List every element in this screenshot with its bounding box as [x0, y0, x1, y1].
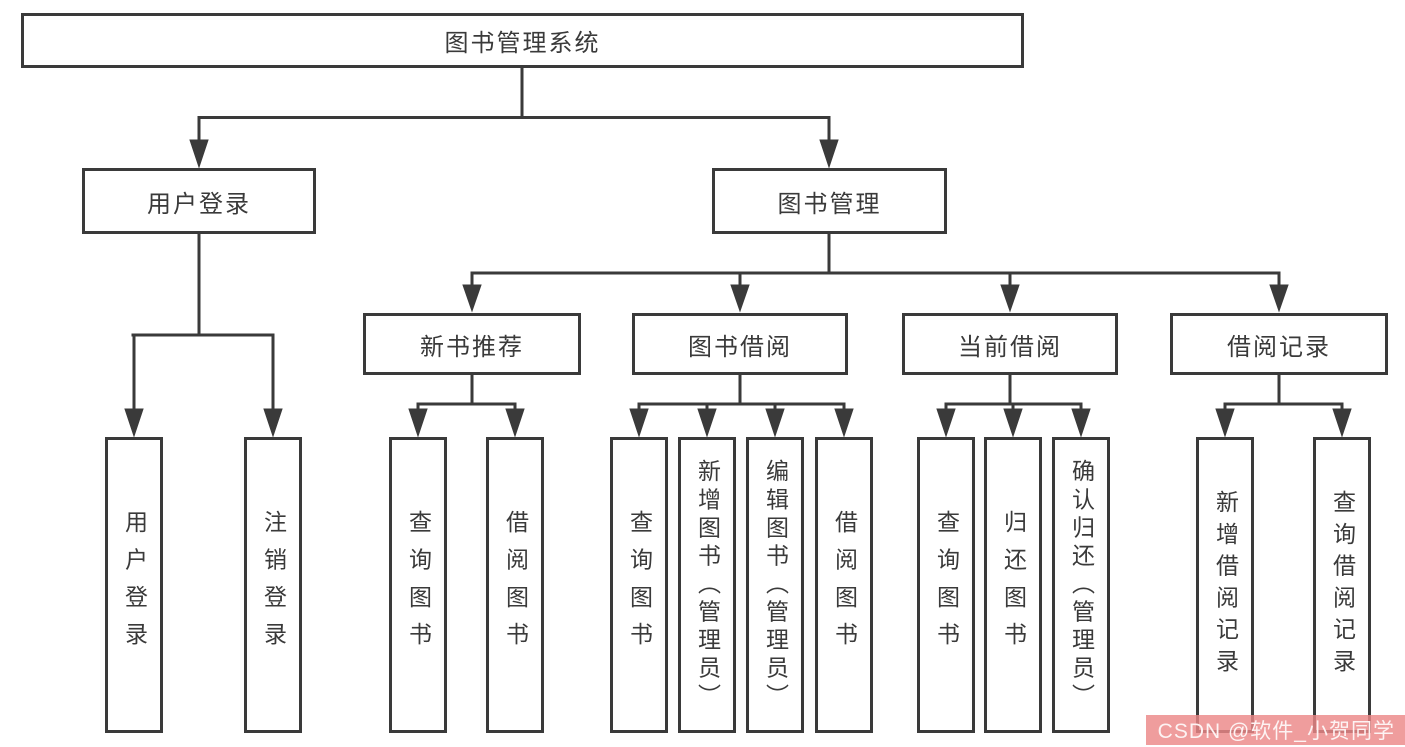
leaf-logout-label: 注销登录 [260, 510, 287, 660]
arrowhead [124, 408, 144, 438]
arrowhead [462, 284, 482, 313]
node-current-borrow-label: 当前借阅 [958, 333, 1062, 361]
node-book-borrow: 图书借阅 [632, 313, 848, 375]
arrowhead [629, 408, 649, 438]
leaf-query-book-3: 查询图书 [917, 437, 975, 733]
node-current-borrow: 当前借阅 [902, 313, 1118, 375]
leaf-add-borrow-record: 新增借阅记录 [1196, 437, 1254, 733]
leaf-query-book-1: 查询图书 [389, 437, 447, 733]
arrowhead [505, 408, 525, 438]
node-root: 图书管理系统 [21, 13, 1024, 68]
arrowhead [1215, 408, 1235, 438]
leaf-add-book-admin-label: 新增图书（管理员） [694, 458, 721, 712]
leaf-query-book-2: 查询图书 [610, 437, 668, 733]
node-book-borrow-label: 图书借阅 [688, 333, 792, 361]
node-new-book-recommend: 新书推荐 [363, 313, 581, 375]
arrowhead [936, 408, 956, 438]
leaf-query-book-1-label: 查询图书 [405, 510, 432, 660]
arrowhead [1269, 284, 1289, 313]
csdn-watermark: CSDN @软件_小贺同学 [1145, 715, 1405, 745]
leaf-user-login-label: 用户登录 [121, 510, 148, 660]
arrowhead [697, 408, 717, 438]
node-borrow-record: 借阅记录 [1170, 313, 1388, 375]
leaf-return-book-label: 归还图书 [1000, 510, 1027, 660]
node-borrow-record-label: 借阅记录 [1227, 333, 1331, 361]
leaf-query-borrow-record: 查询借阅记录 [1313, 437, 1371, 733]
node-user-login: 用户登录 [82, 168, 316, 234]
leaf-edit-book-admin: 编辑图书（管理员） [746, 437, 804, 733]
leaf-query-book-2-label: 查询图书 [626, 510, 653, 660]
arrowhead [1003, 408, 1023, 438]
node-book-management: 图书管理 [712, 168, 947, 234]
arrowhead [819, 139, 839, 169]
leaf-borrow-book-2: 借阅图书 [815, 437, 873, 733]
leaf-edit-book-admin-label: 编辑图书（管理员） [762, 458, 789, 712]
leaf-borrow-book-1: 借阅图书 [486, 437, 544, 733]
arrowhead [263, 408, 283, 438]
node-new-book-recommend-label: 新书推荐 [420, 333, 524, 361]
arrowhead [834, 408, 854, 438]
leaf-query-book-3-label: 查询图书 [933, 510, 960, 660]
arrowhead [730, 284, 750, 313]
leaf-borrow-book-2-label: 借阅图书 [831, 510, 858, 660]
node-root-label: 图书管理系统 [444, 30, 601, 57]
arrowhead [1000, 284, 1020, 313]
arrowhead [1071, 408, 1091, 438]
arrowhead [1332, 408, 1352, 438]
arrowhead [189, 139, 209, 169]
leaf-borrow-book-1-label: 借阅图书 [502, 510, 529, 660]
leaf-logout: 注销登录 [244, 437, 302, 733]
leaf-user-login: 用户登录 [105, 437, 163, 733]
node-book-management-label: 图书管理 [777, 190, 882, 218]
node-user-login-label: 用户登录 [147, 190, 251, 218]
leaf-query-borrow-record-label: 查询借阅记录 [1329, 489, 1356, 681]
leaf-add-borrow-record-label: 新增借阅记录 [1212, 489, 1239, 681]
arrowhead [408, 408, 428, 438]
arrowhead [765, 408, 785, 438]
leaf-confirm-return-admin: 确认归还（管理员） [1052, 437, 1110, 733]
leaf-confirm-return-admin-label: 确认归还（管理员） [1068, 458, 1095, 712]
leaf-return-book: 归还图书 [984, 437, 1042, 733]
leaf-add-book-admin: 新增图书（管理员） [678, 437, 736, 733]
